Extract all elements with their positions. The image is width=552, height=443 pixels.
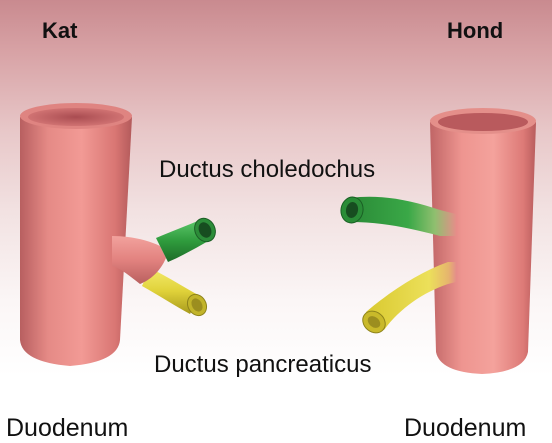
cat-duodenum: [20, 103, 132, 366]
cat-title: Kat: [42, 18, 77, 44]
dog-duodenum: [430, 108, 536, 374]
ductus-choledochus-label: Ductus choledochus: [159, 156, 375, 184]
duodenum-label-right: Duodenum: [404, 414, 526, 443]
cat-illustration: [20, 103, 219, 366]
ductus-pancreaticus-label: Ductus pancreaticus: [154, 351, 371, 379]
cat-ductus-choledochus: [156, 215, 219, 262]
duodenum-label-left: Duodenum: [6, 414, 128, 443]
dog-illustration: [339, 108, 536, 374]
dog-title: Hond: [447, 18, 503, 44]
